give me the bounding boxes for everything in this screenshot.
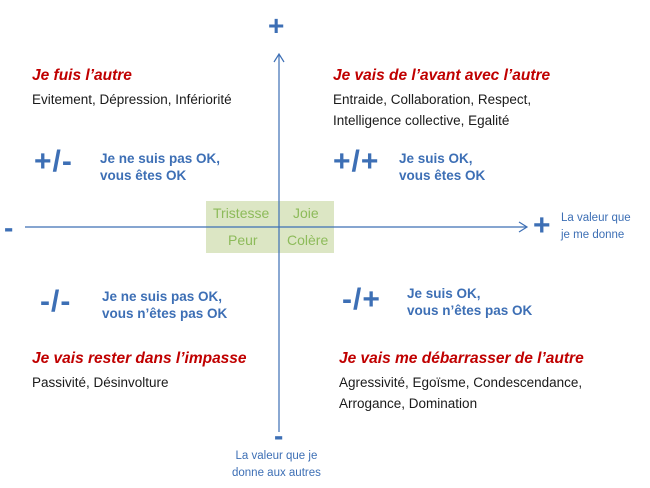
heading-bottom-right: Je vais me débarrasser de l’autre [339,350,584,367]
emotion-joie: Joie [293,205,319,221]
vertical-axis-label-line: donne aux autres [232,467,321,479]
status-top-right: Je suis OK, vous êtes OK [399,150,485,184]
item-line: Intelligence collective, Egalité [333,113,510,128]
status-line: vous n’êtes pas OK [407,303,533,318]
heading-bottom-left: Je vais rester dans l’impasse [32,350,247,367]
items-top-left: Evitement, Dépression, Infériorité [32,89,232,110]
vertical-top-sign: + [268,10,285,41]
item-line: Passivité, Désinvolture [32,375,169,390]
vertical-axis-label-line: La valeur que je [235,450,318,462]
item-line: Entraide, Collaboration, Respect, [333,92,532,107]
status-line: Je suis OK, [407,286,481,301]
heading-top-right: Je vais de l’avant avec l’autre [333,67,551,84]
status-line: vous êtes OK [100,168,187,183]
vertical-bottom-sign: - [274,420,284,451]
sign-top-right: +/+ [333,145,380,178]
vertical-axis-arrow-icon [273,52,285,63]
status-line: Je suis OK, [399,151,473,166]
item-line: Arrogance, Domination [339,396,478,411]
sign-top-left: +/- [34,145,73,178]
items-bottom-right: Agressivité, Egoïsme, Condescendance, Ar… [339,372,582,414]
status-line: vous êtes OK [399,168,486,183]
sign-bottom-left: -/- [40,285,72,318]
horizontal-axis-label: La valeur que je me donne [561,210,631,244]
heading-top-left: Je fuis l’autre [32,67,132,84]
status-line: Je ne suis pas OK, [102,289,223,304]
horizontal-axis-arrow-icon [518,221,529,233]
item-line: Agressivité, Egoïsme, Condescendance, [339,375,583,390]
status-bottom-left: Je ne suis pas OK, vous n’êtes pas OK [102,288,227,322]
status-bottom-right: Je suis OK, vous n’êtes pas OK [407,285,532,319]
emotion-peur: Peur [228,232,258,248]
emotion-colere: Colère [287,232,329,248]
status-line: vous n’êtes pas OK [102,306,228,321]
items-top-right: Entraide, Collaboration, Respect, Intell… [333,89,531,131]
horizontal-left-sign: - [4,212,14,243]
item-line: Evitement, Dépression, Infériorité [32,92,232,107]
horizontal-right-sign: + [533,209,551,242]
vertical-axis-label: La valeur que je donne aux autres [232,448,321,482]
emotion-tristesse: Tristesse [213,205,270,221]
sign-bottom-right: -/+ [342,283,381,316]
horizontal-axis-label-line: je me donne [561,229,625,241]
items-bottom-left: Passivité, Désinvolture [32,372,169,393]
status-top-left: Je ne suis pas OK, vous êtes OK [100,150,220,184]
horizontal-axis-label-line: La valeur que [561,212,631,224]
status-line: Je ne suis pas OK, [100,151,221,166]
